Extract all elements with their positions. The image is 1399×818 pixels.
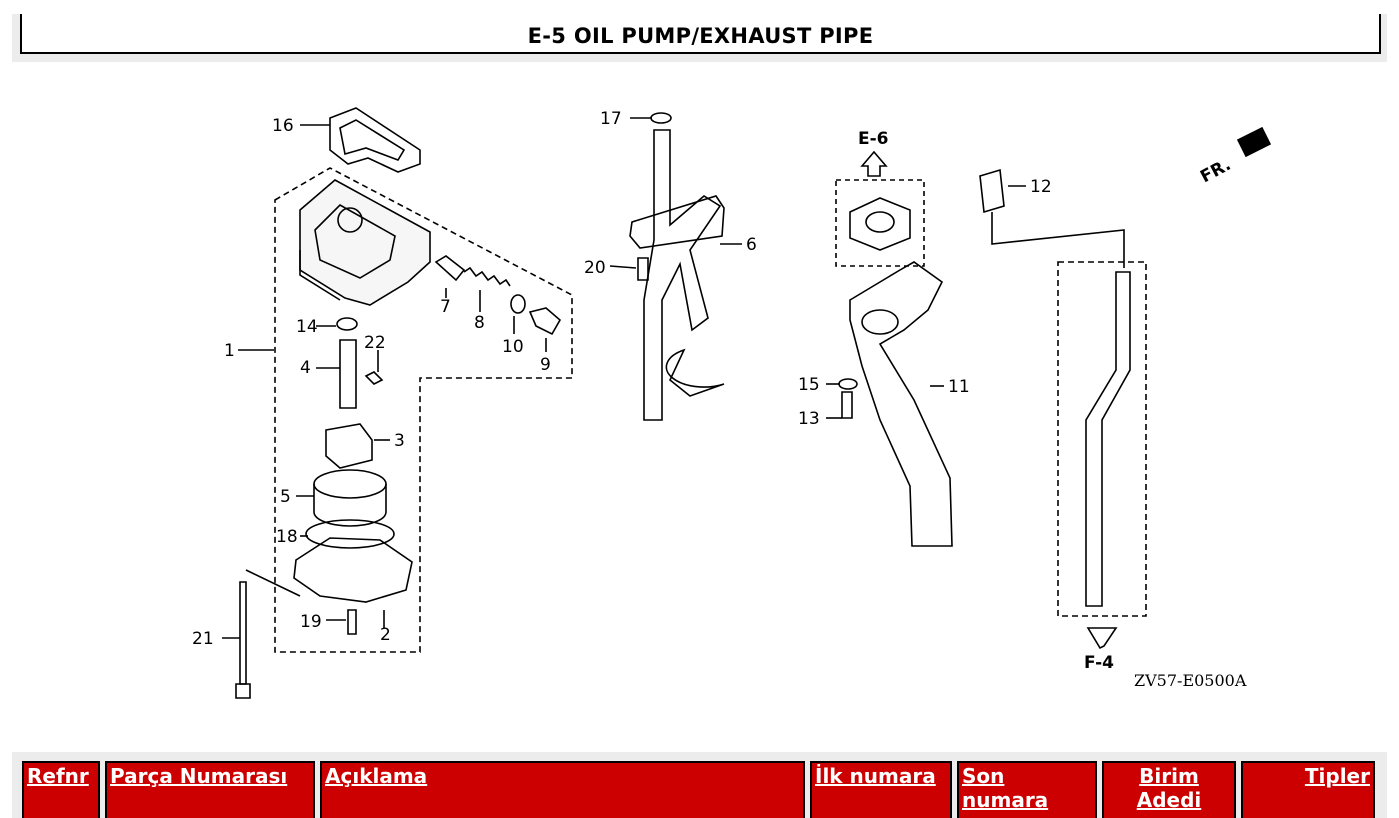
part-12-grommet bbox=[979, 168, 1005, 214]
e6-arrow bbox=[860, 150, 888, 177]
part-3-rotor bbox=[325, 423, 373, 469]
sort-types-link[interactable]: Tipler bbox=[1304, 764, 1370, 788]
part-16-gasket bbox=[329, 107, 421, 173]
callout-7: 7 bbox=[440, 297, 451, 317]
part-11-exhaust-pipe bbox=[849, 261, 953, 547]
e6-box bbox=[835, 179, 925, 267]
callout-21: 21 bbox=[192, 629, 214, 649]
col-header-description: Açıklama bbox=[320, 761, 805, 818]
f4-arrow bbox=[1086, 627, 1118, 650]
callout-20: 20 bbox=[584, 258, 606, 278]
part-4-shaft bbox=[339, 339, 357, 409]
callout-19: 19 bbox=[300, 612, 322, 632]
callout-11: 11 bbox=[948, 377, 970, 397]
callout-15: 15 bbox=[798, 375, 820, 395]
ref-f4: F-4 bbox=[1084, 653, 1114, 673]
part-21-bolt bbox=[239, 581, 247, 685]
diagram-code: ZV57-E0500A bbox=[1134, 671, 1247, 690]
callout-12: 12 bbox=[1030, 177, 1052, 197]
parts-diagram: 16 17 1 14 22 4 3 5 18 19 2 21 7 8 10 9 … bbox=[192, 107, 1272, 699]
fr-label: FR. bbox=[1197, 155, 1234, 187]
assembly-outline bbox=[274, 167, 573, 653]
part-15-washer bbox=[838, 378, 858, 390]
page-title: E-5 OIL PUMP/EXHAUST PIPE bbox=[527, 24, 874, 48]
part-14-washer bbox=[336, 317, 358, 331]
part-13-bolt bbox=[841, 391, 853, 419]
table-header-row: Refnr Parça Numarası Açıklama İlk numara… bbox=[22, 761, 1375, 818]
col-header-last-number: Son numara bbox=[957, 761, 1097, 818]
col-header-unit-qty: Birim Adedi bbox=[1102, 761, 1236, 818]
part-pump-body bbox=[299, 179, 431, 306]
callout-10: 10 bbox=[502, 337, 524, 357]
part-19-bolt bbox=[347, 609, 357, 635]
callout-22: 22 bbox=[364, 333, 386, 353]
sort-unit-qty-link[interactable]: Birim Adedi bbox=[1136, 764, 1202, 812]
callout-3: 3 bbox=[394, 431, 405, 451]
f4-box bbox=[1057, 261, 1147, 617]
parts-table-panel: Refnr Parça Numarası Açıklama İlk numara… bbox=[12, 752, 1387, 818]
callout-8: 8 bbox=[474, 313, 485, 333]
callout-5: 5 bbox=[280, 487, 291, 507]
sort-refnr-link[interactable]: Refnr bbox=[27, 764, 89, 788]
part-2-cover bbox=[293, 537, 413, 603]
col-header-types: Tipler bbox=[1241, 761, 1375, 818]
sort-description-link[interactable]: Açıklama bbox=[325, 764, 428, 788]
fr-arrow-icon bbox=[1236, 126, 1272, 158]
part-10-washer bbox=[510, 294, 526, 314]
callout-4: 4 bbox=[300, 358, 311, 378]
callout-13: 13 bbox=[798, 409, 820, 429]
callout-14: 14 bbox=[296, 317, 318, 337]
part-8-spring bbox=[463, 266, 511, 287]
part-5-outer-rotor bbox=[313, 469, 387, 499]
col-header-refnr: Refnr bbox=[22, 761, 100, 818]
col-header-first-number: İlk numara bbox=[810, 761, 952, 818]
callout-2: 2 bbox=[380, 625, 391, 645]
callout-9: 9 bbox=[540, 355, 551, 375]
part-18-oring bbox=[305, 519, 395, 549]
part-22-pin bbox=[364, 371, 384, 385]
part-6-pipe bbox=[643, 129, 722, 421]
exhaust-tube bbox=[1085, 271, 1131, 607]
callout-16: 16 bbox=[272, 116, 294, 136]
sort-part-number-link[interactable]: Parça Numarası bbox=[110, 764, 288, 788]
callout-18: 18 bbox=[276, 527, 298, 547]
callout-17: 17 bbox=[600, 109, 622, 129]
callout-6: 6 bbox=[746, 235, 757, 255]
part-17-oring bbox=[650, 112, 672, 124]
sort-first-number-link[interactable]: İlk numara bbox=[815, 764, 936, 788]
part-20-bolt bbox=[637, 257, 649, 281]
callout-1: 1 bbox=[224, 341, 235, 361]
sort-last-number-link[interactable]: Son numara bbox=[962, 764, 1049, 812]
col-header-part-number: Parça Numarası bbox=[105, 761, 315, 818]
parts-table: Refnr Parça Numarası Açıklama İlk numara… bbox=[17, 756, 1380, 818]
part-7 bbox=[434, 255, 466, 282]
ref-e6: E-6 bbox=[858, 129, 889, 149]
part-9-plug bbox=[528, 307, 562, 336]
title-panel: E-5 OIL PUMP/EXHAUST PIPE bbox=[12, 14, 1387, 62]
title-box: E-5 OIL PUMP/EXHAUST PIPE bbox=[20, 14, 1381, 54]
